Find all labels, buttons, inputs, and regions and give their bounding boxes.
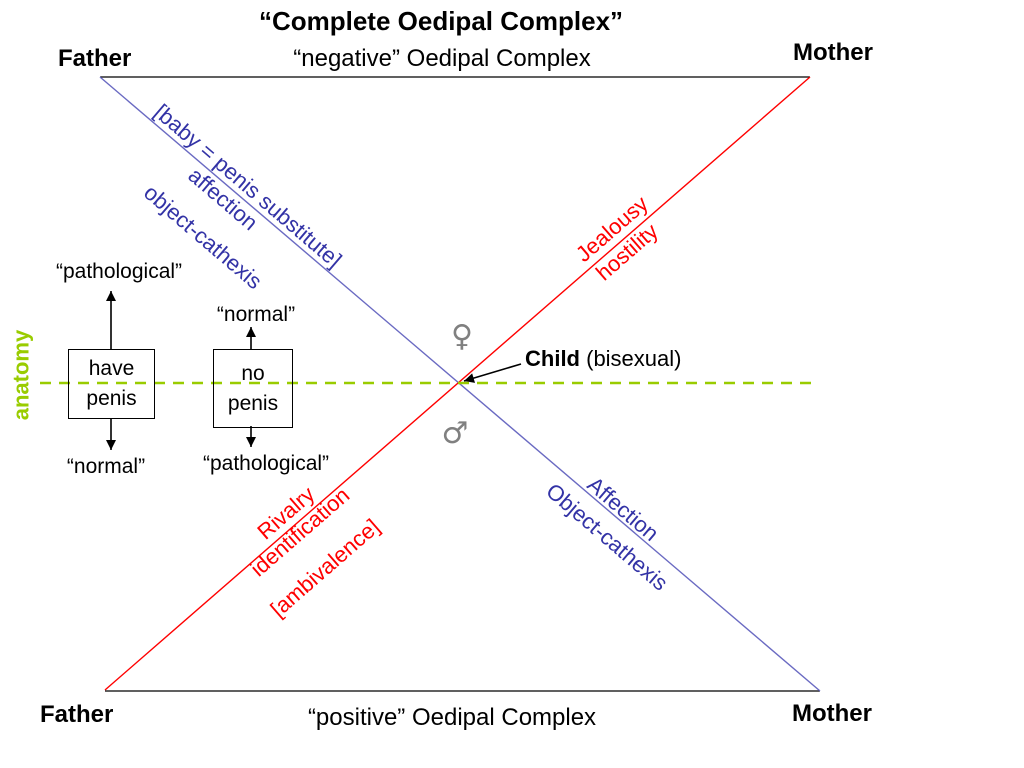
mother-child-father-red-diagonal — [104, 76, 811, 691]
father-top-label: Father — [58, 45, 132, 72]
negative-oedipal-subtitle: “negative” Oedipal Complex — [293, 45, 591, 72]
no-penis-box-line1: no — [241, 361, 265, 385]
child-bisexual-label: Child (bisexual) — [525, 346, 681, 371]
father-bottom-label: Father — [40, 701, 114, 728]
no-penis-above-label: “normal” — [216, 303, 296, 326]
mother-bottom-label: Mother — [792, 700, 872, 727]
have-penis-box-line1: have — [88, 357, 135, 380]
male-symbol-icon: ♂ — [441, 416, 469, 451]
have-penis-box: have penis — [68, 349, 155, 419]
have-penis-below-label: “normal” — [66, 455, 146, 478]
have-penis-above-label: “pathological” — [55, 260, 183, 283]
child-label-bold: Child — [525, 346, 580, 371]
female-symbol-icon: ♀ — [451, 319, 473, 354]
no-penis-box-line2: penis — [227, 391, 279, 415]
child-pointer-arrow — [463, 363, 522, 383]
diagram-title: “Complete Oedipal Complex” — [258, 6, 624, 36]
have-penis-box-line2: penis — [86, 387, 137, 410]
no-penis-below-label: “pathological” — [202, 452, 330, 475]
child-label-rest: (bisexual) — [580, 346, 682, 371]
anatomy-axis-label: anatomy — [8, 329, 34, 421]
positive-oedipal-subtitle: “positive” Oedipal Complex — [307, 704, 597, 731]
no-penis-box: no penis — [213, 349, 293, 428]
mother-top-label: Mother — [793, 39, 873, 66]
